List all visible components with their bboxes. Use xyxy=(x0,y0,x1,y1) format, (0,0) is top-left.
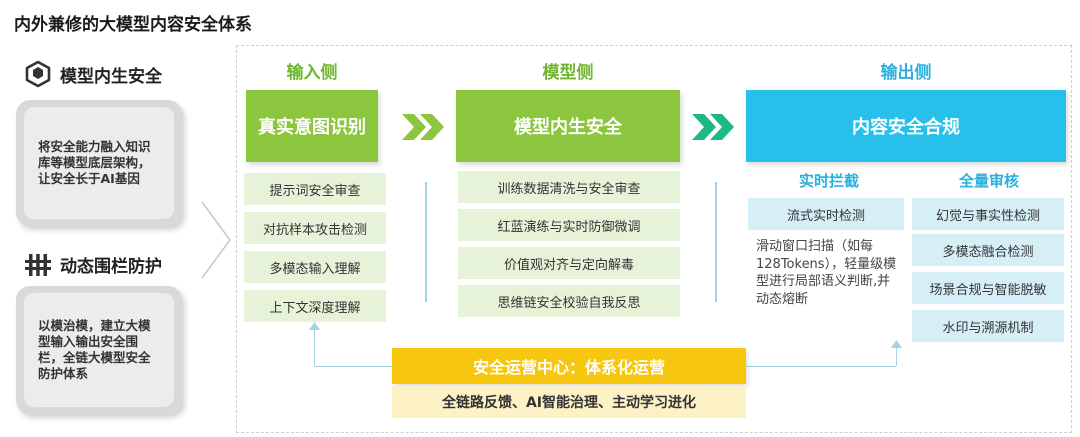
realtime-desc: 滑动窗口扫描（如每128Tokens），轻量级模型进行局部语义判断,并动态熔断 xyxy=(756,239,897,307)
side-card-1: 将安全能力融入知识库等模型底层架构，让安全长于AI基因 xyxy=(16,100,182,226)
page-title: 内外兼修的大模型内容安全体系 xyxy=(14,15,252,35)
ops-center-subtitle: 全链路反馈、AI智能治理、主动学习进化 xyxy=(392,386,746,418)
feedback-line xyxy=(314,328,315,366)
input-item: 上下文深度理解 xyxy=(244,290,386,322)
ops-center-title: 安全运营中心：体系化运营 xyxy=(392,348,746,384)
feedback-line xyxy=(896,346,897,366)
model-item: 红蓝演练与实时防御微调 xyxy=(458,209,680,241)
side-card-2: 以模治模，建立大模型输入输出安全围栏，全链大模型安全防护体系 xyxy=(16,286,182,414)
audit-title: 全量审核 xyxy=(958,172,1019,190)
audit-item: 水印与溯源机制 xyxy=(912,310,1064,342)
feedback-line xyxy=(314,366,392,367)
side-heading-1: 模型内生安全 xyxy=(24,60,162,88)
feedback-line xyxy=(746,366,896,367)
output-title: 输出侧 xyxy=(880,63,932,83)
realtime-item: 流式实时检测 xyxy=(748,198,904,230)
arrow-input-model-icon xyxy=(402,114,444,140)
model-head: 模型内生安全 xyxy=(456,90,680,162)
model-title: 模型侧 xyxy=(542,63,594,83)
side-heading-2: 动态围栏防护 xyxy=(24,252,162,277)
model-item: 训练数据清洗与安全审查 xyxy=(458,171,680,203)
divider-line xyxy=(715,182,717,302)
input-head: 真实意图识别 xyxy=(246,90,378,162)
input-title: 输入侧 xyxy=(286,63,338,83)
input-item: 对抗样本攻击检测 xyxy=(244,212,386,244)
audit-item: 场景合规与智能脱敏 xyxy=(912,272,1064,304)
output-head: 内容安全合规 xyxy=(746,90,1066,162)
bracket-chevron xyxy=(201,201,231,279)
audit-item: 多模态融合检测 xyxy=(912,234,1064,266)
model-item: 价值观对齐与定向解毒 xyxy=(458,247,680,279)
input-item: 多模态输入理解 xyxy=(244,251,386,283)
audit-item: 幻觉与事实性检测 xyxy=(912,198,1064,230)
side-heading-1-label: 模型内生安全 xyxy=(60,66,162,87)
side-card-2-text: 以模治模，建立大模型输入输出安全围栏，全链大模型安全防护体系 xyxy=(24,293,174,407)
input-item: 提示词安全审查 xyxy=(244,173,386,205)
cube-icon xyxy=(25,60,51,88)
side-card-1-text: 将安全能力融入知识库等模型底层架构，让安全长于AI基因 xyxy=(24,107,174,219)
arrow-up-icon xyxy=(891,340,902,348)
realtime-title: 实时拦截 xyxy=(798,172,859,190)
divider-line xyxy=(425,182,427,302)
side-heading-2-label: 动态围栏防护 xyxy=(60,257,162,277)
fence-icon xyxy=(25,253,51,276)
arrow-model-output-icon xyxy=(692,114,734,140)
model-item: 思维链安全校验自我反思 xyxy=(458,285,680,317)
arrow-up-icon xyxy=(309,322,320,330)
